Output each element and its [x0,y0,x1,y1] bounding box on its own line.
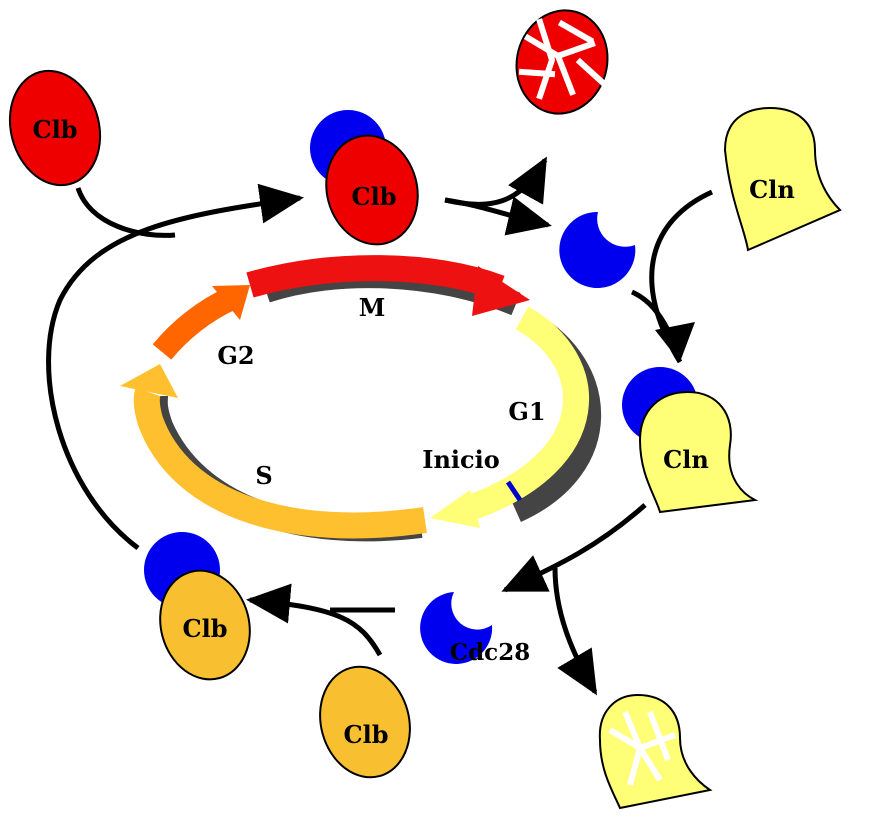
phase-g1-label: G1 [508,397,545,426]
clb-binding-arrow-bottom [246,583,383,657]
degraded-cln-icon [598,693,713,810]
phase-m-arrow [246,255,530,316]
degraded-clb-icon [515,9,609,115]
clb-label-top-left: Clb [33,115,78,144]
start-checkpoint-marker [505,480,523,502]
phase-m-label: M [359,293,386,322]
cln-label-free: Cln [749,175,795,204]
phase-g2-label: G2 [217,341,254,370]
cdc28-label: Cdc28 [450,639,530,666]
phase-g1-arrow [430,306,589,528]
degradation-arrow-clb [444,156,548,207]
release-arrow-cdc28-bottom [501,503,647,593]
cln-label-complex: Cln [663,445,709,474]
phase-g2-arrow [152,285,250,360]
clb-protein-top-left: Clb [8,69,102,187]
cdc28-free-top [559,211,636,288]
start-label: Inicio [422,445,500,474]
clb-cdc28-complex-top: Clb [310,110,419,246]
cdc28-free-bottom: Cdc28 [420,592,530,666]
phase-s-arrow [120,364,427,539]
cln-binding-arrowhead [655,322,695,362]
phase-s-label: S [255,461,272,490]
release-arrow-cdc28-top [444,196,552,236]
degradation-arrow-cln [552,567,598,696]
clb-cdc28-complex-bottom: Clb [144,532,251,681]
clb-protein-bottom: Clb [319,665,411,779]
cln-cdc28-complex: Cln [622,367,759,514]
clb-label-complex-bottom: Clb [183,614,228,643]
outer-cycle-arrow [46,183,304,551]
cln-protein-free: Cln [723,106,842,252]
clb-label-bottom: Clb [344,720,389,749]
clb-label-complex-top: Clb [352,182,397,211]
clb-entry-arrow-top [75,187,176,238]
